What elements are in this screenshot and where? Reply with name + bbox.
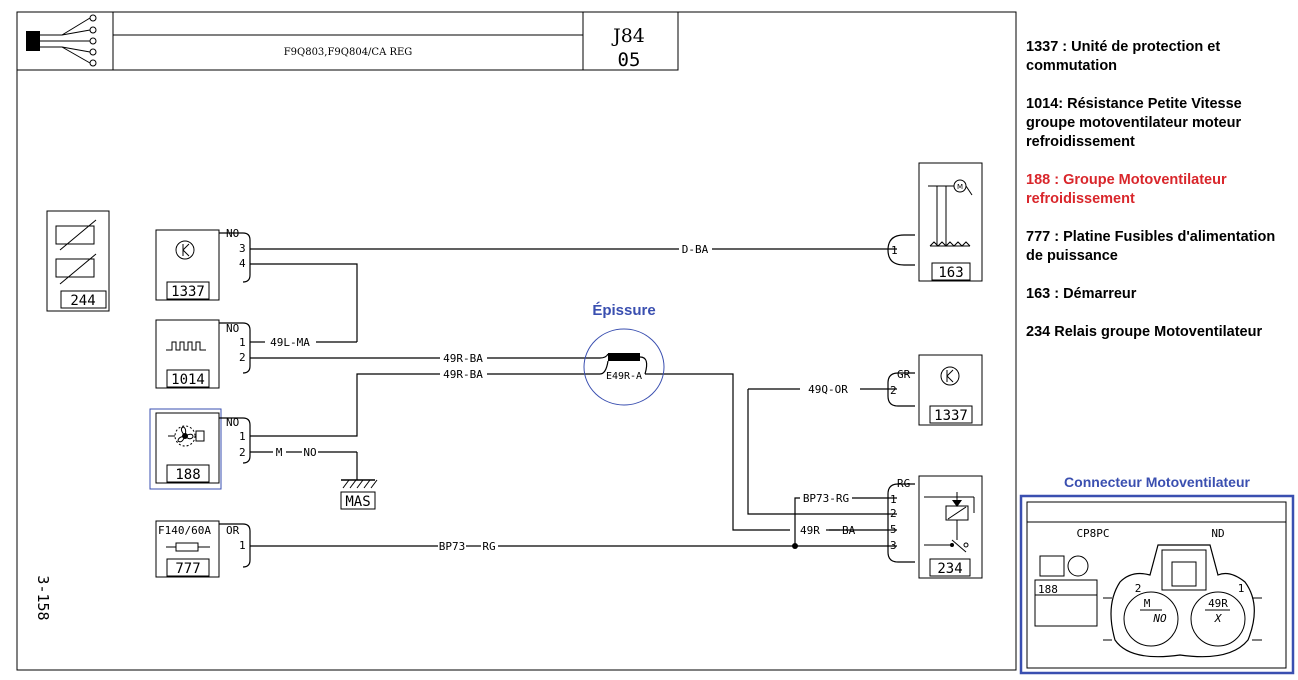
junction-dot bbox=[792, 543, 798, 549]
fuse-label: F140/60A bbox=[158, 524, 211, 537]
component-234-relay: 234 RG 1 2 5 3 bbox=[887, 475, 983, 579]
wire-label-49q-or: 49Q-OR bbox=[808, 383, 848, 396]
sheet-number: 05 bbox=[618, 49, 641, 71]
label-mas: MAS bbox=[345, 494, 370, 510]
pin-188-1: 1 bbox=[239, 430, 246, 443]
label-163: 163 bbox=[938, 265, 963, 281]
color-234: RG bbox=[897, 477, 910, 490]
label-188: 188 bbox=[175, 467, 200, 483]
component-163-starter: M 163 1 bbox=[887, 162, 983, 282]
connector-color: ND bbox=[1211, 527, 1224, 540]
relay-icon bbox=[924, 492, 975, 553]
pin-1014-2: 2 bbox=[239, 351, 246, 364]
label-244: 244 bbox=[70, 293, 95, 309]
component-legend: 1337 : Unité de protection et commutatio… bbox=[1026, 38, 1294, 361]
connector-body-icon bbox=[1103, 544, 1262, 658]
connector-pin1-color: X bbox=[1214, 612, 1223, 625]
label-1337-right: 1337 bbox=[934, 408, 968, 424]
connector-pin2-color: NO bbox=[1152, 612, 1167, 625]
wire-label-49r: 49R bbox=[800, 524, 820, 537]
ground-mas: MAS bbox=[340, 479, 378, 510]
title-block bbox=[16, 11, 679, 71]
engine-codes: F9Q803,F9Q804/CA REG bbox=[284, 47, 413, 58]
legend-item-234: 234 Relais groupe Motoventilateur bbox=[1026, 324, 1263, 340]
component-244: 244 bbox=[46, 210, 110, 312]
wire-label-dba: D-BA bbox=[682, 243, 709, 256]
connector-pin-1: 1 bbox=[1238, 582, 1245, 595]
connector-ref: J84 bbox=[611, 25, 645, 47]
connector-symbol-icon bbox=[26, 14, 97, 67]
pin-234-1: 1 bbox=[890, 493, 897, 506]
splice-label: E49R-A bbox=[606, 371, 642, 382]
color-1014: NO bbox=[226, 322, 239, 335]
starter-motor-icon: M bbox=[928, 179, 973, 247]
fan-motor-icon bbox=[168, 425, 205, 447]
wire-label-ba: BA bbox=[842, 524, 856, 537]
legend-item-1014: 1014: Résistance Petite Vitesse groupe m… bbox=[1026, 96, 1242, 150]
wire-label-no: NO bbox=[303, 446, 316, 459]
color-777: OR bbox=[226, 524, 240, 537]
legend-item-188: 188 : Groupe Motoventilateur refroidisse… bbox=[1026, 172, 1227, 207]
pin-1337-right-2: 2 bbox=[890, 384, 897, 397]
label-234: 234 bbox=[937, 561, 962, 577]
splice-title: Épissure bbox=[592, 302, 655, 319]
svg-text:M: M bbox=[957, 183, 963, 191]
component-777-fuse-board: F140/60A 777 OR 1 bbox=[155, 520, 251, 578]
connector-component-ref: 188 bbox=[1038, 583, 1058, 596]
wire-label-bp73-rg: BP73-RG bbox=[803, 492, 849, 505]
connector-ref-code: CP8PC bbox=[1076, 527, 1109, 540]
wire-label-m: M bbox=[276, 446, 283, 459]
splice-e49r-a: Épissure E49R-A bbox=[583, 302, 665, 406]
wire-label-rg: RG bbox=[482, 540, 495, 553]
component-188-fan: 188 NO 1 2 bbox=[149, 408, 251, 490]
color-1337-right: GR bbox=[897, 368, 911, 381]
pin-188-2: 2 bbox=[239, 446, 246, 459]
component-1337-unit: 1337 NO 3 4 bbox=[155, 227, 251, 301]
label-1337-top: 1337 bbox=[171, 284, 205, 300]
pin-777-1: 1 bbox=[239, 539, 246, 552]
legend-item-777: 777 : Platine Fusibles d'alimentation de… bbox=[1026, 229, 1276, 264]
wire-label-49l-ma: 49L-MA bbox=[270, 336, 310, 349]
pin-1337-4: 4 bbox=[239, 257, 246, 270]
legend-item-163: 163 : Démarreur bbox=[1026, 286, 1137, 302]
pin-163-1: 1 bbox=[891, 244, 898, 257]
label-777: 777 bbox=[175, 561, 200, 577]
color-188: NO bbox=[226, 416, 239, 429]
legend-item-1337: 1337 : Unité de protection et commutatio… bbox=[1026, 39, 1221, 74]
wire-label-49r-ba-1: 49R-BA bbox=[443, 352, 483, 365]
label-1014: 1014 bbox=[171, 372, 205, 388]
fuse-icon bbox=[166, 542, 210, 552]
connector-pin2-wire: M bbox=[1144, 597, 1151, 610]
wire-label-49r-ba-2: 49R-BA bbox=[443, 368, 483, 381]
component-1014-resistor: 1014 NO 1 2 bbox=[155, 319, 251, 389]
connector-pin1-wire: 49R bbox=[1208, 597, 1228, 610]
page-reference: 3-158 bbox=[34, 575, 52, 620]
connector-view-title: Connecteur Motoventilateur bbox=[1064, 474, 1250, 490]
connector-pin-2: 2 bbox=[1135, 582, 1142, 595]
pin-1337-3: 3 bbox=[239, 242, 246, 255]
component-1337-right: 1337 GR 2 bbox=[887, 354, 983, 426]
color-1337: NO bbox=[226, 227, 239, 240]
connector-view: Connecteur Motoventilateur CP8PC ND 188 … bbox=[1019, 474, 1295, 675]
wire-label-bp73: BP73 bbox=[439, 540, 466, 553]
pin-1014-1: 1 bbox=[239, 336, 246, 349]
wires: D-BA 49L-MA 49R-BA 49R-BA M NO 49R BA 49… bbox=[250, 243, 897, 553]
